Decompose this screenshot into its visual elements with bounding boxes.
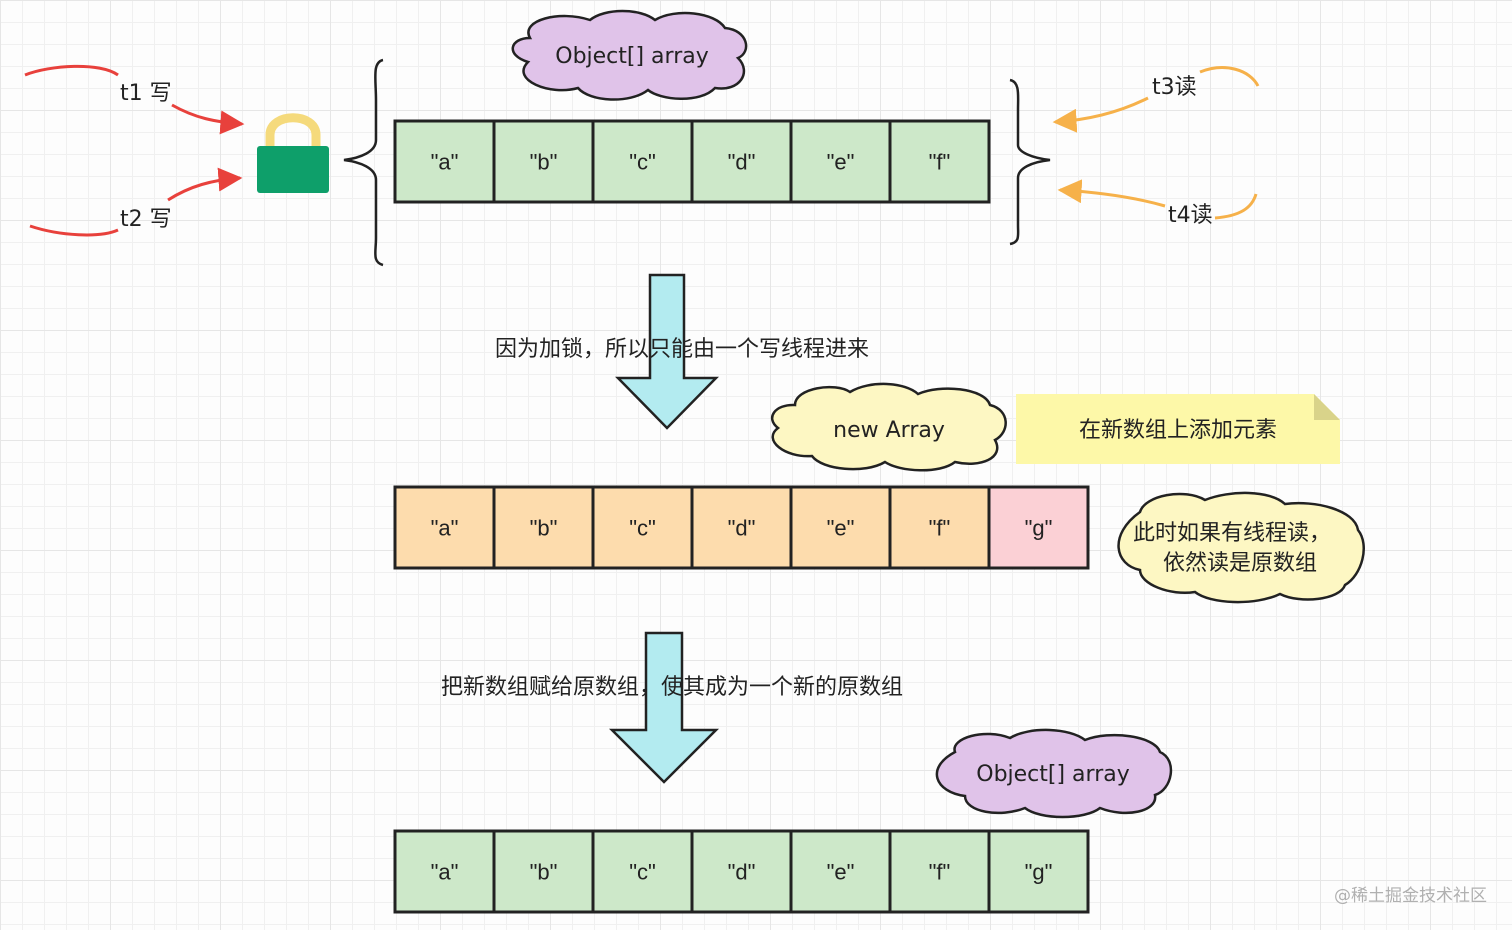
array-cell-box xyxy=(888,485,991,570)
step2-caption: 把新数组赋给原数组，使其成为一个新的原数组 xyxy=(441,675,903,700)
array-cell-box xyxy=(591,119,694,204)
array-cell: "g" xyxy=(987,485,1090,570)
array-cell-value: "b" xyxy=(530,150,558,175)
array-cell-value: "g" xyxy=(1025,860,1053,885)
step1-caption: 因为加锁，所以只能由一个写线程进来 xyxy=(495,337,869,362)
bottom-cloud-label: Object[] array xyxy=(976,762,1130,787)
note-add-element-text: 在新数组上添加元素 xyxy=(1079,418,1277,443)
array-cell: "a" xyxy=(393,485,496,570)
array-cell: "c" xyxy=(591,485,694,570)
array-cell: "f" xyxy=(888,829,991,914)
writer-t2-label: t2 写 xyxy=(120,207,172,232)
array-cell: "c" xyxy=(591,119,694,204)
array-cell-box xyxy=(789,485,892,570)
array-cell-box xyxy=(789,119,892,204)
middle-array: "a" "b" "c" "d" "e" "f" "g" xyxy=(393,485,1090,570)
bottom-array: "a" "b" "c" "d" "e" "f" "g" xyxy=(393,829,1090,914)
array-cell: "g" xyxy=(987,829,1090,914)
array-cell-value: "a" xyxy=(431,516,459,541)
array-cell-value: "d" xyxy=(728,516,756,541)
reader-t3-label: t3读 xyxy=(1152,75,1197,100)
array-cell-value: "e" xyxy=(827,860,855,885)
watermark: @稀土掘金技术社区 xyxy=(1334,886,1487,906)
note-add-element: 在新数组上添加元素 xyxy=(1016,394,1340,464)
array-cell: "a" xyxy=(393,119,496,204)
array-cell-value: "e" xyxy=(827,516,855,541)
left-brace xyxy=(343,58,384,267)
array-cell-box xyxy=(987,485,1090,570)
array-cell-box xyxy=(888,119,991,204)
array-cell-value: "c" xyxy=(629,516,656,541)
array-cell: "b" xyxy=(492,119,595,204)
array-cell: "f" xyxy=(888,485,991,570)
array-cell: "e" xyxy=(789,119,892,204)
array-cell-value: "d" xyxy=(728,860,756,885)
array-cell-box xyxy=(492,829,595,914)
down-arrow-2 xyxy=(608,631,720,784)
array-cell-value: "f" xyxy=(929,860,951,885)
lock-icon xyxy=(257,113,329,193)
array-cell-box xyxy=(393,829,496,914)
array-cell-value: "g" xyxy=(1025,516,1053,541)
top-array-cloud: Object[] array xyxy=(511,9,748,101)
reader-t3: t3读 xyxy=(1052,66,1260,133)
array-cell-value: "f" xyxy=(929,516,951,541)
array-cell-box xyxy=(492,485,595,570)
array-cell-value: "a" xyxy=(431,150,459,175)
array-cell-box xyxy=(492,119,595,204)
writer-t1-label: t1 写 xyxy=(120,81,172,106)
array-cell-box xyxy=(690,829,793,914)
array-cell-box xyxy=(690,485,793,570)
read-note-line1: 此时如果有线程读， xyxy=(1133,521,1331,546)
array-cell: "d" xyxy=(690,119,793,204)
array-cell: "c" xyxy=(591,829,694,914)
array-cell-value: "e" xyxy=(827,150,855,175)
array-cell-value: "a" xyxy=(431,860,459,885)
array-cell-box xyxy=(591,485,694,570)
bottom-array-cloud: Object[] array xyxy=(935,728,1173,819)
array-cell-value: "b" xyxy=(530,860,558,885)
writer-t2: t2 写 xyxy=(29,167,243,237)
array-cell: "e" xyxy=(789,829,892,914)
new-array-label: new Array xyxy=(833,418,945,443)
reader-t4-label: t4读 xyxy=(1168,203,1213,228)
array-cell-box xyxy=(393,119,496,204)
new-array-cloud: new Array xyxy=(771,382,1007,472)
array-cell: "e" xyxy=(789,485,892,570)
array-cell: "d" xyxy=(690,485,793,570)
array-cell-box xyxy=(591,829,694,914)
array-cell-value: "b" xyxy=(530,516,558,541)
down-arrow-1 xyxy=(615,273,719,430)
array-cell-box xyxy=(393,485,496,570)
read-note-line2: 依然读是原数组 xyxy=(1163,551,1317,576)
top-array: "a" "b" "c" "d" "e" "f" xyxy=(393,119,991,204)
array-cell-value: "c" xyxy=(629,860,656,885)
array-cell: "a" xyxy=(393,829,496,914)
top-cloud-label: Object[] array xyxy=(555,44,709,69)
right-brace xyxy=(1009,78,1051,246)
array-cell-value: "f" xyxy=(929,150,951,175)
array-cell: "d" xyxy=(690,829,793,914)
writer-t1: t1 写 xyxy=(24,64,245,135)
array-cell-value: "c" xyxy=(629,150,656,175)
array-cell: "f" xyxy=(888,119,991,204)
array-cell: "b" xyxy=(492,829,595,914)
reader-t4: t4读 xyxy=(1057,179,1258,228)
read-original-cloud: 此时如果有线程读， 依然读是原数组 xyxy=(1117,491,1365,604)
array-cell: "b" xyxy=(492,485,595,570)
array-cell-box xyxy=(987,829,1090,914)
array-cell-value: "d" xyxy=(728,150,756,175)
